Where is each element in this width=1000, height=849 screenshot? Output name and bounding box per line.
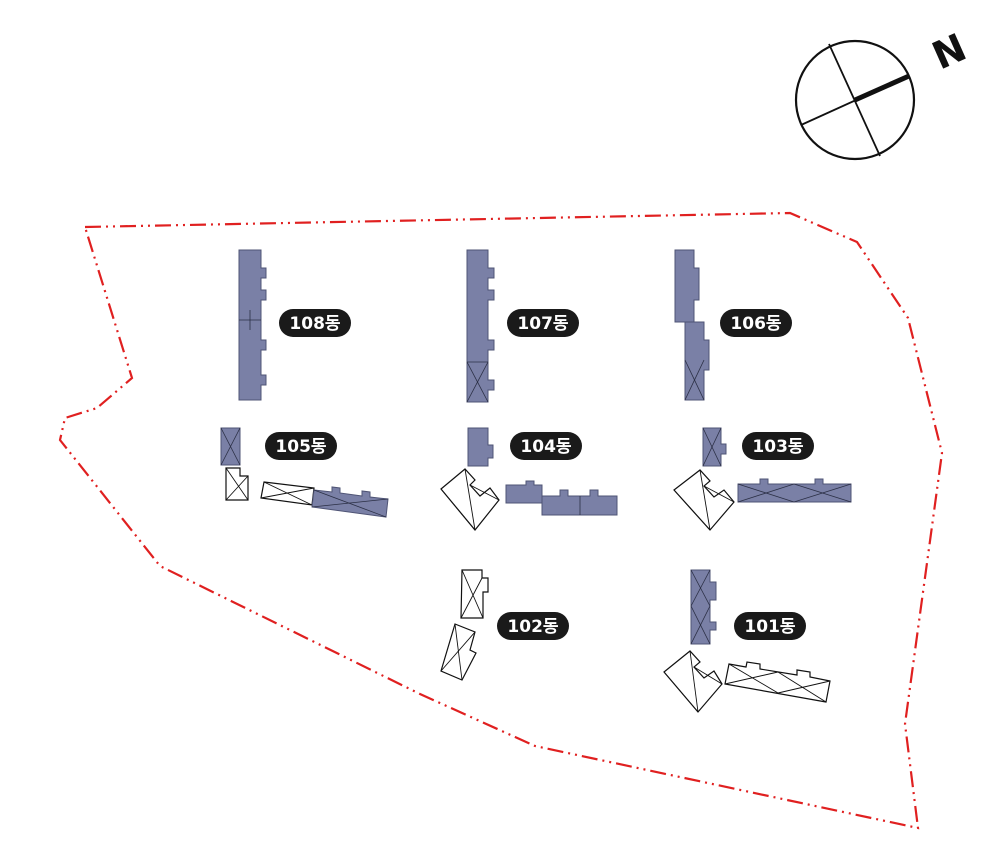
building-108-footprint — [238, 249, 267, 401]
label-105-text: 105동 — [275, 437, 326, 457]
site-boundary — [58, 211, 944, 830]
label-104-text: 104동 — [520, 437, 571, 457]
label-102-text: 102동 — [507, 617, 558, 637]
building-107-footprint — [466, 249, 495, 403]
label-107[interactable]: 107동 — [507, 309, 579, 337]
building-104-footprint — [440, 427, 618, 531]
label-104[interactable]: 104동 — [510, 432, 582, 460]
building-102-footprint — [440, 569, 489, 681]
label-108-text: 108동 — [289, 314, 340, 334]
label-103-text: 103동 — [752, 437, 803, 457]
compass-label: N — [926, 25, 973, 78]
label-103[interactable]: 103동 — [742, 432, 814, 460]
north-arrow-icon: N — [794, 25, 973, 161]
label-105[interactable]: 105동 — [265, 432, 337, 460]
building-105-footprint — [220, 427, 389, 518]
label-101-text: 101동 — [744, 617, 795, 637]
label-101[interactable]: 101동 — [734, 612, 806, 640]
label-107-text: 107동 — [517, 314, 568, 334]
label-108[interactable]: 108동 — [279, 309, 351, 337]
label-102[interactable]: 102동 — [497, 612, 569, 640]
label-106-text: 106동 — [730, 314, 781, 334]
building-101-footprint — [663, 569, 831, 713]
building-106-footprint — [674, 249, 710, 401]
building-103-footprint — [673, 427, 852, 531]
label-106[interactable]: 106동 — [720, 309, 792, 337]
